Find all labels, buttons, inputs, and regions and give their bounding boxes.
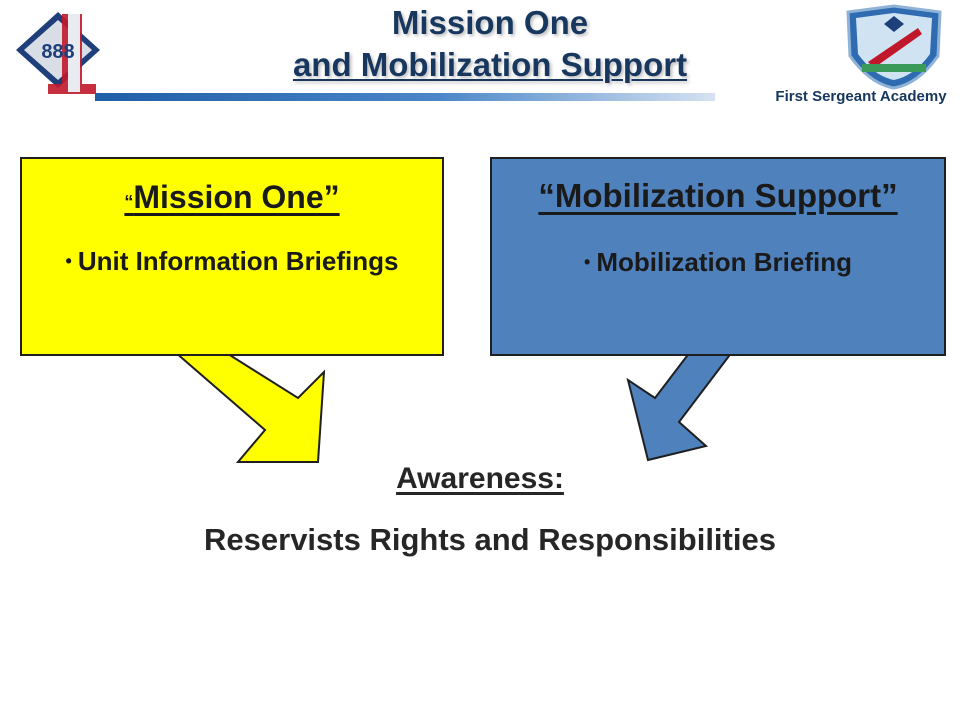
mission-one-title: “Mission One” [22, 177, 442, 222]
awareness-heading: Awareness: [396, 462, 564, 495]
mission-one-bullet: •Unit Information Briefings [22, 244, 442, 278]
title-line-1: Mission One [391, 4, 589, 41]
yellow-arrow [172, 351, 326, 463]
header-rule [95, 93, 715, 101]
mobilization-bullet-text: Mobilization Briefing [596, 247, 852, 277]
bullet-dot: • [584, 252, 591, 272]
rights-subheading: Reservists Rights and Responsibilities [204, 522, 776, 557]
blue-arrow [626, 351, 735, 462]
academy-label: First Sergeant Academy [775, 88, 947, 105]
first-sergeant-academy-shield [846, 4, 942, 90]
mission-one-bullet-text: Unit Information Briefings [77, 246, 399, 276]
title-line-2: and Mobilization Support [292, 46, 688, 83]
mission-one-title-text: Mission One” [133, 179, 340, 215]
mobilization-title: “Mobilization Support” [538, 177, 898, 214]
mobilization-box: “Mobilization Support” •Mobilization Bri… [490, 157, 946, 356]
logo-digits: 888 [41, 41, 74, 63]
mission-one-box: “Mission One” •Unit Information Briefing… [20, 157, 444, 356]
unit-888-logo: 888 [16, 12, 100, 94]
open-quote: “ [124, 192, 134, 212]
mobilization-bullet: •Mobilization Briefing [492, 245, 944, 279]
slide-title: Mission One and Mobilization Support [230, 2, 750, 86]
bullet-dot: • [65, 251, 72, 271]
